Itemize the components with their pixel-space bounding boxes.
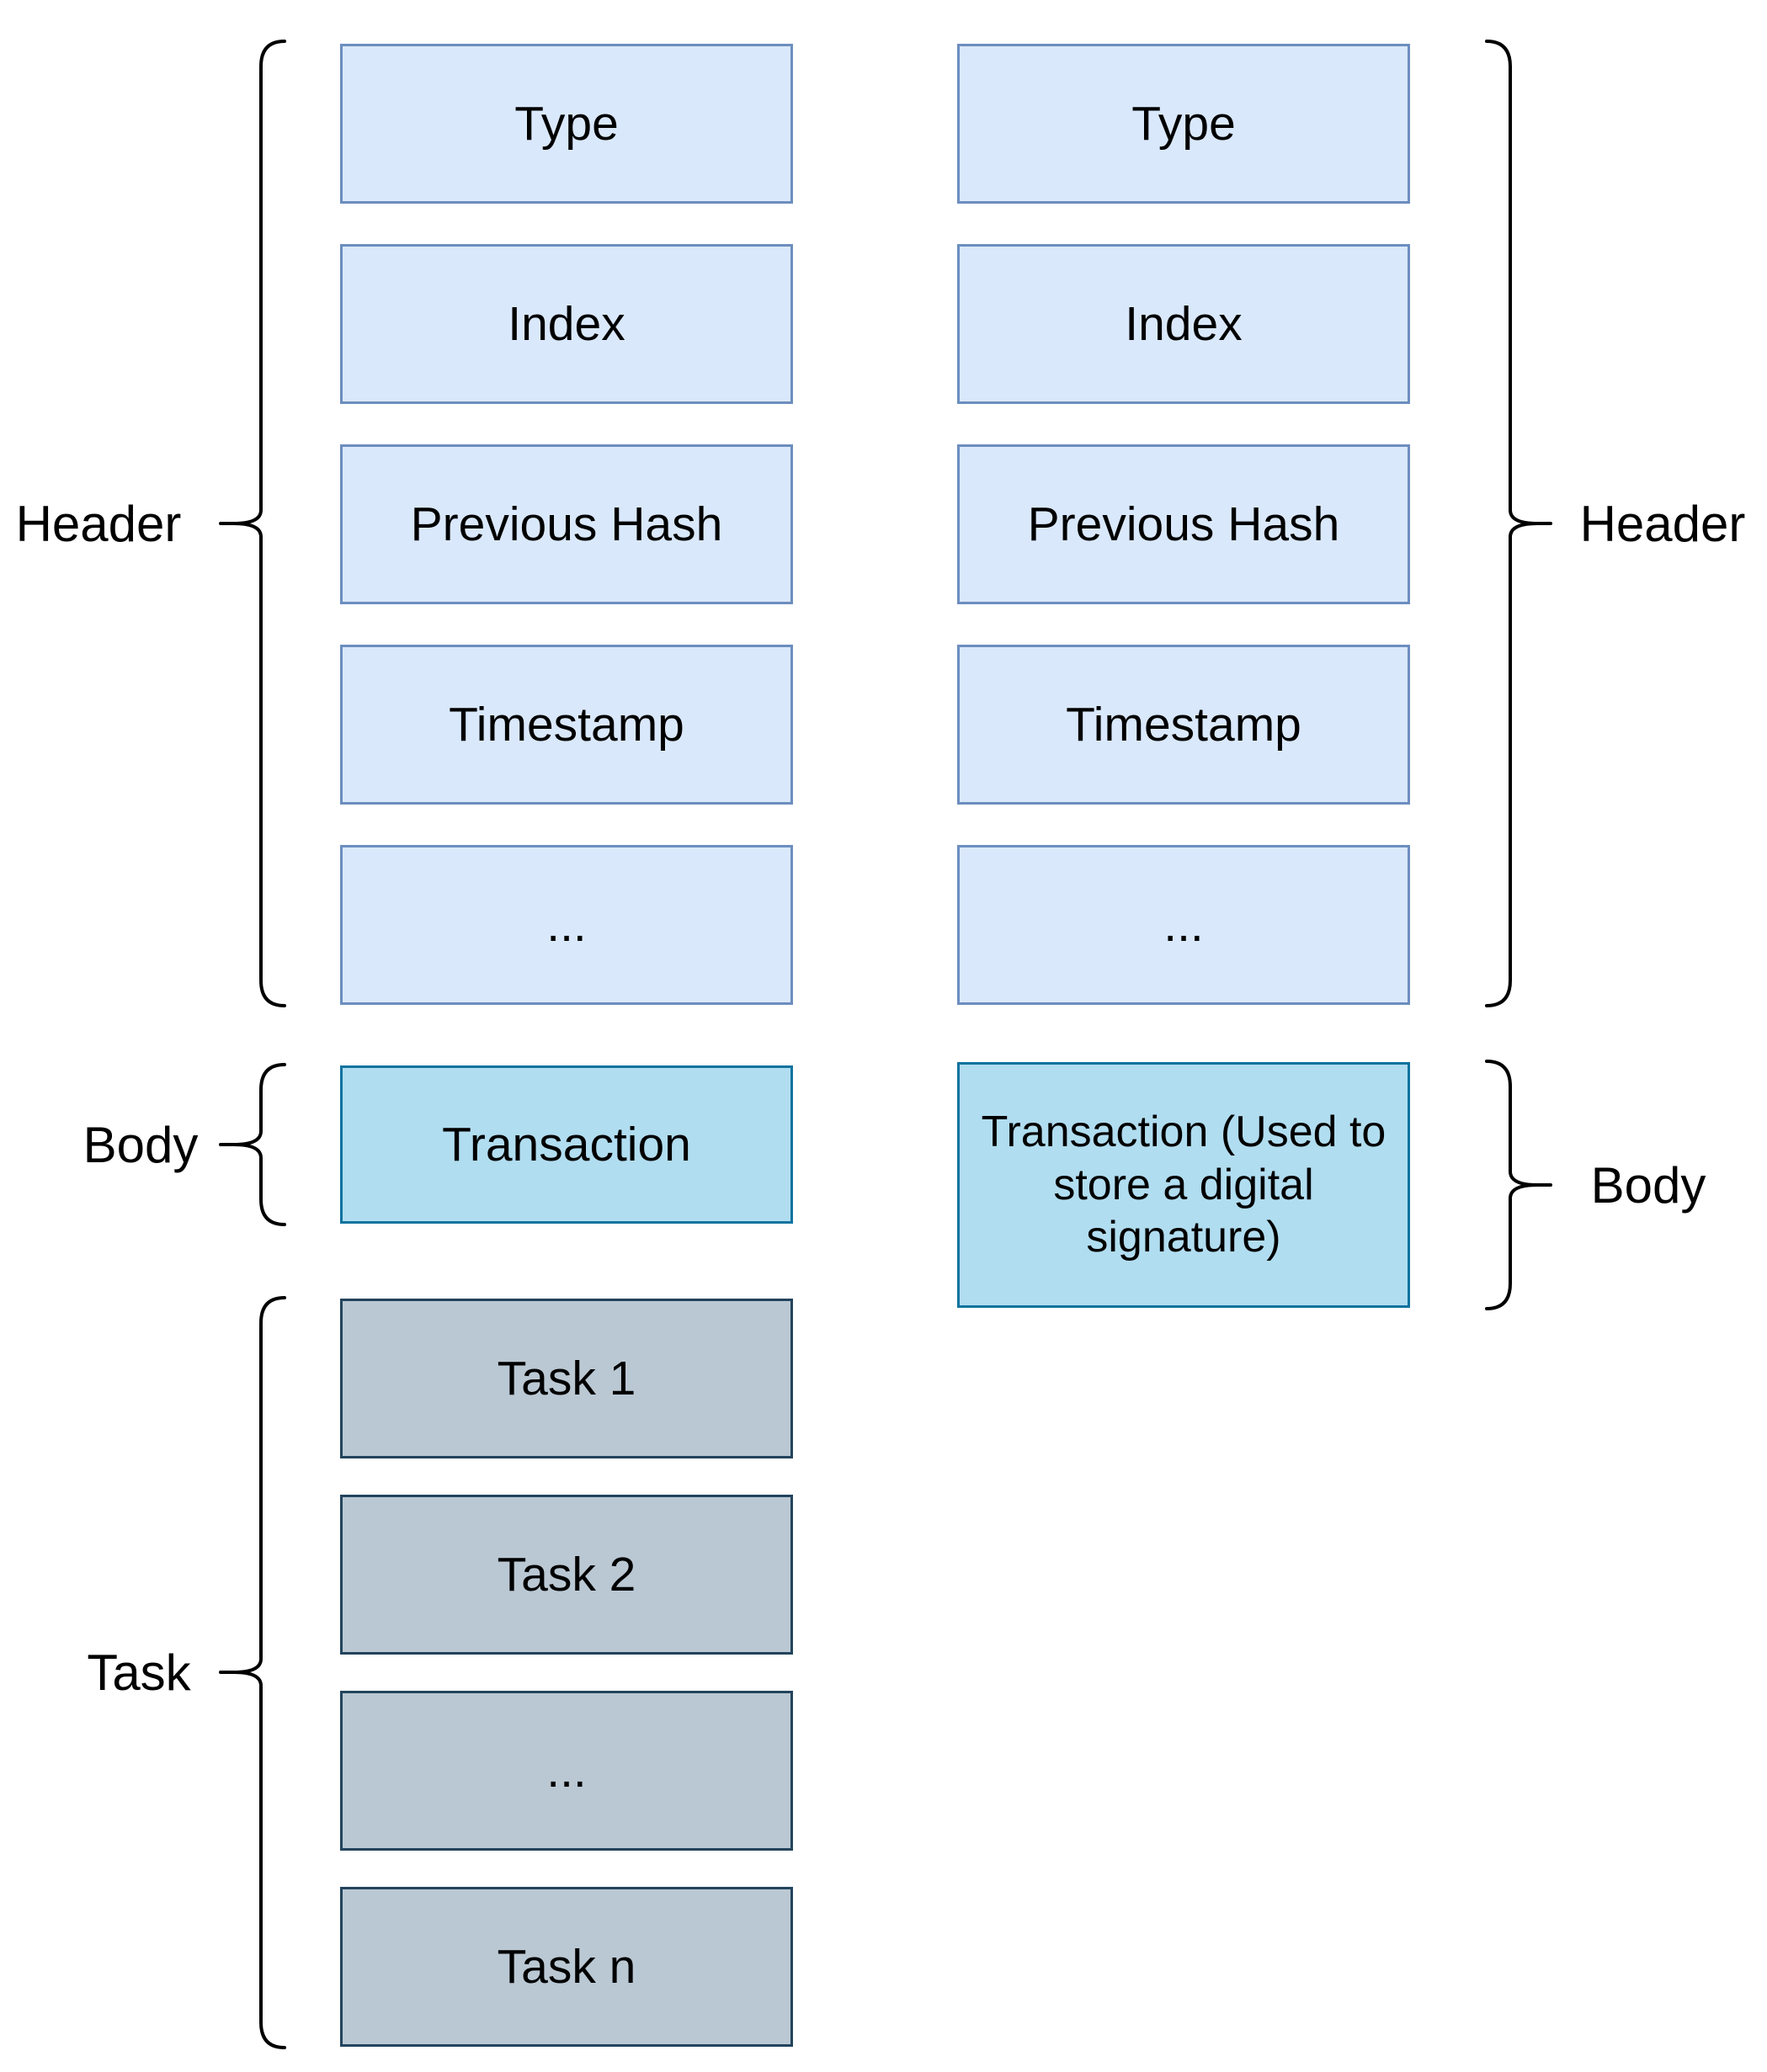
body-left-brace-icon (219, 1063, 286, 1226)
box-previous-hash-left: Previous Hash (340, 444, 793, 604)
body-right-brace-icon (1485, 1060, 1552, 1310)
curly-brace-path (219, 1063, 286, 1226)
box-type-left: Type (340, 44, 793, 204)
box-index-left: Index (340, 244, 793, 404)
box-task-ellipsis: ... (340, 1691, 793, 1851)
curly-brace-path (1485, 40, 1552, 1007)
label-header-right: Header (1579, 495, 1746, 552)
box-header-ellipsis-left: ... (340, 845, 793, 1005)
task-left-brace-icon (219, 1296, 286, 2049)
header-right-brace-icon (1485, 40, 1552, 1007)
box-index-right: Index (957, 244, 1410, 404)
label-body-left: Body (82, 1116, 199, 1173)
box-type-right: Type (957, 44, 1410, 204)
box-transaction-left: Transaction (340, 1065, 793, 1224)
box-task-n: Task n (340, 1887, 793, 2047)
label-header-left: Header (15, 495, 182, 552)
box-transaction-right: Transaction (Used to store a digital sig… (957, 1062, 1410, 1308)
box-task-2: Task 2 (340, 1495, 793, 1655)
curly-brace-path (219, 1296, 286, 2049)
box-header-ellipsis-right: ... (957, 845, 1410, 1005)
box-timestamp-right: Timestamp (957, 645, 1410, 805)
box-timestamp-left: Timestamp (340, 645, 793, 805)
header-left-brace-icon (219, 40, 286, 1007)
label-body-right: Body (1590, 1156, 1706, 1214)
box-previous-hash-right: Previous Hash (957, 444, 1410, 604)
curly-brace-path (219, 40, 286, 1007)
curly-brace-path (1485, 1060, 1552, 1310)
label-task-left: Task (87, 1644, 191, 1701)
box-task-1: Task 1 (340, 1299, 793, 1458)
